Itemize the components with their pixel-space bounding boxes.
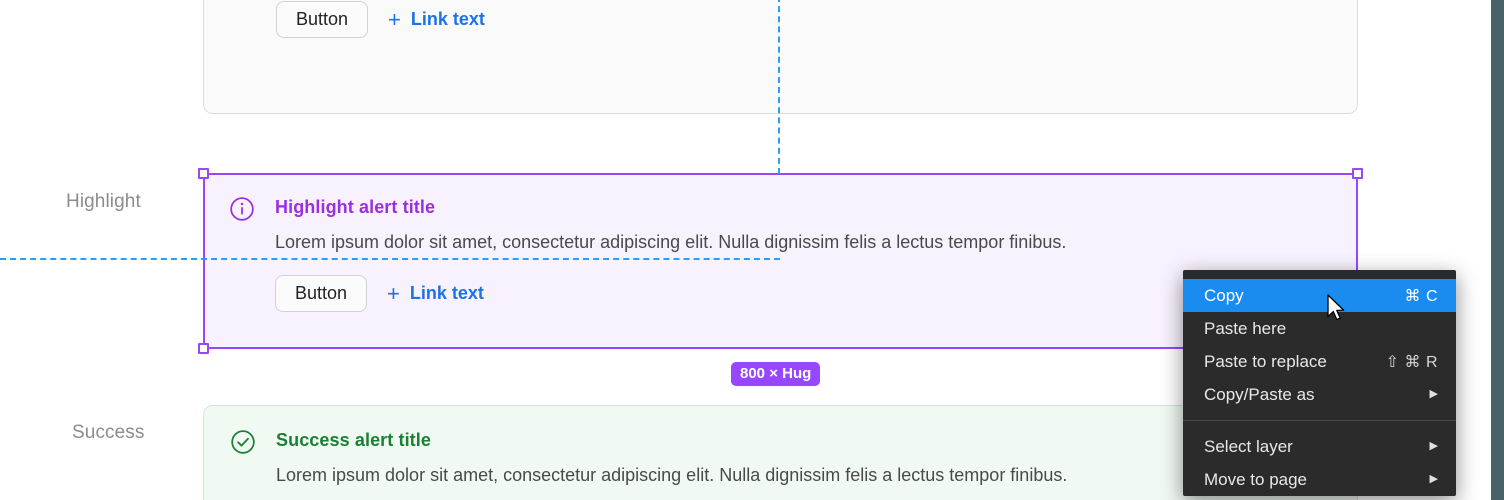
alert-body-text: Lorem ipsum dolor sit amet, consectetur … [276, 465, 1068, 485]
alert-link-label: Link text [409, 283, 484, 303]
row-label-success: Success [72, 422, 145, 443]
context-menu-item-label: Select layer [1204, 436, 1293, 456]
right-panel-edge [1491, 0, 1504, 500]
context-menu[interactable]: Copy ⌘ C Paste here Paste to replace ⇧ ⌘… [1183, 270, 1456, 496]
alert-card-highlight[interactable]: Highlight alert title Lorem ipsum dolor … [203, 173, 1358, 349]
context-menu-item-move-to-page[interactable]: Move to page ▶ [1183, 463, 1456, 496]
context-menu-item-copy-paste-as[interactable]: Copy/Paste as ▶ [1183, 378, 1456, 411]
alert-content: Highlight alert title Lorem ipsum dolor … [229, 195, 1332, 312]
alert-content: Success alert title Lorem ipsum dolor si… [230, 428, 1331, 500]
alert-button[interactable]: Button [276, 1, 369, 38]
context-menu-separator [1183, 420, 1456, 421]
context-menu-item-paste-here[interactable]: Paste here [1183, 312, 1456, 345]
submenu-arrow-icon: ▶ [1429, 440, 1438, 452]
context-menu-item-label: Move to page [1204, 469, 1308, 489]
context-menu-item-label: Copy [1204, 285, 1244, 305]
alert-actions: Button + Link text [276, 1, 1331, 38]
size-badge: 800 × Hug [731, 362, 821, 386]
alert-link-action[interactable]: + Link text [388, 6, 485, 32]
plus-icon: + [388, 6, 401, 32]
alert-button[interactable]: Button [275, 275, 368, 312]
row-label-highlight: Highlight [66, 191, 141, 212]
smart-guide-vertical [778, 0, 780, 174]
context-menu-item-copy[interactable]: Copy ⌘ C [1183, 279, 1456, 312]
context-menu-item-label: Paste to replace [1204, 351, 1327, 371]
check-circle-icon [230, 429, 256, 455]
alert-content: Lorem ipsum dolor sit amet, consectetur … [230, 0, 1331, 38]
alert-link-action[interactable]: + Link text [387, 280, 484, 306]
alert-card-success[interactable]: Success alert title Lorem ipsum dolor si… [203, 405, 1358, 500]
alert-title: Highlight alert title [275, 197, 436, 217]
submenu-arrow-icon: ▶ [1429, 473, 1438, 485]
plus-icon: + [387, 280, 400, 306]
smart-guide-horizontal [0, 258, 780, 260]
alert-actions: Button + Link text [275, 275, 1332, 312]
alert-title: Success alert title [276, 430, 431, 450]
context-menu-item-label: Copy/Paste as [1204, 384, 1315, 404]
context-menu-item-shortcut: ⌘ C [1404, 287, 1438, 305]
context-menu-item-shortcut: ⇧ ⌘ R [1385, 353, 1438, 371]
context-menu-item-label: Paste here [1204, 318, 1287, 338]
alert-card-neutral[interactable]: Lorem ipsum dolor sit amet, consectetur … [203, 0, 1358, 114]
info-circle-icon [229, 196, 255, 222]
context-menu-item-paste-to-replace[interactable]: Paste to replace ⇧ ⌘ R [1183, 345, 1456, 378]
submenu-arrow-icon: ▶ [1429, 388, 1438, 400]
context-menu-item-select-layer[interactable]: Select layer ▶ [1183, 430, 1456, 463]
alert-body-text: Lorem ipsum dolor sit amet, consectetur … [275, 232, 1067, 252]
alert-link-label: Link text [410, 9, 485, 29]
